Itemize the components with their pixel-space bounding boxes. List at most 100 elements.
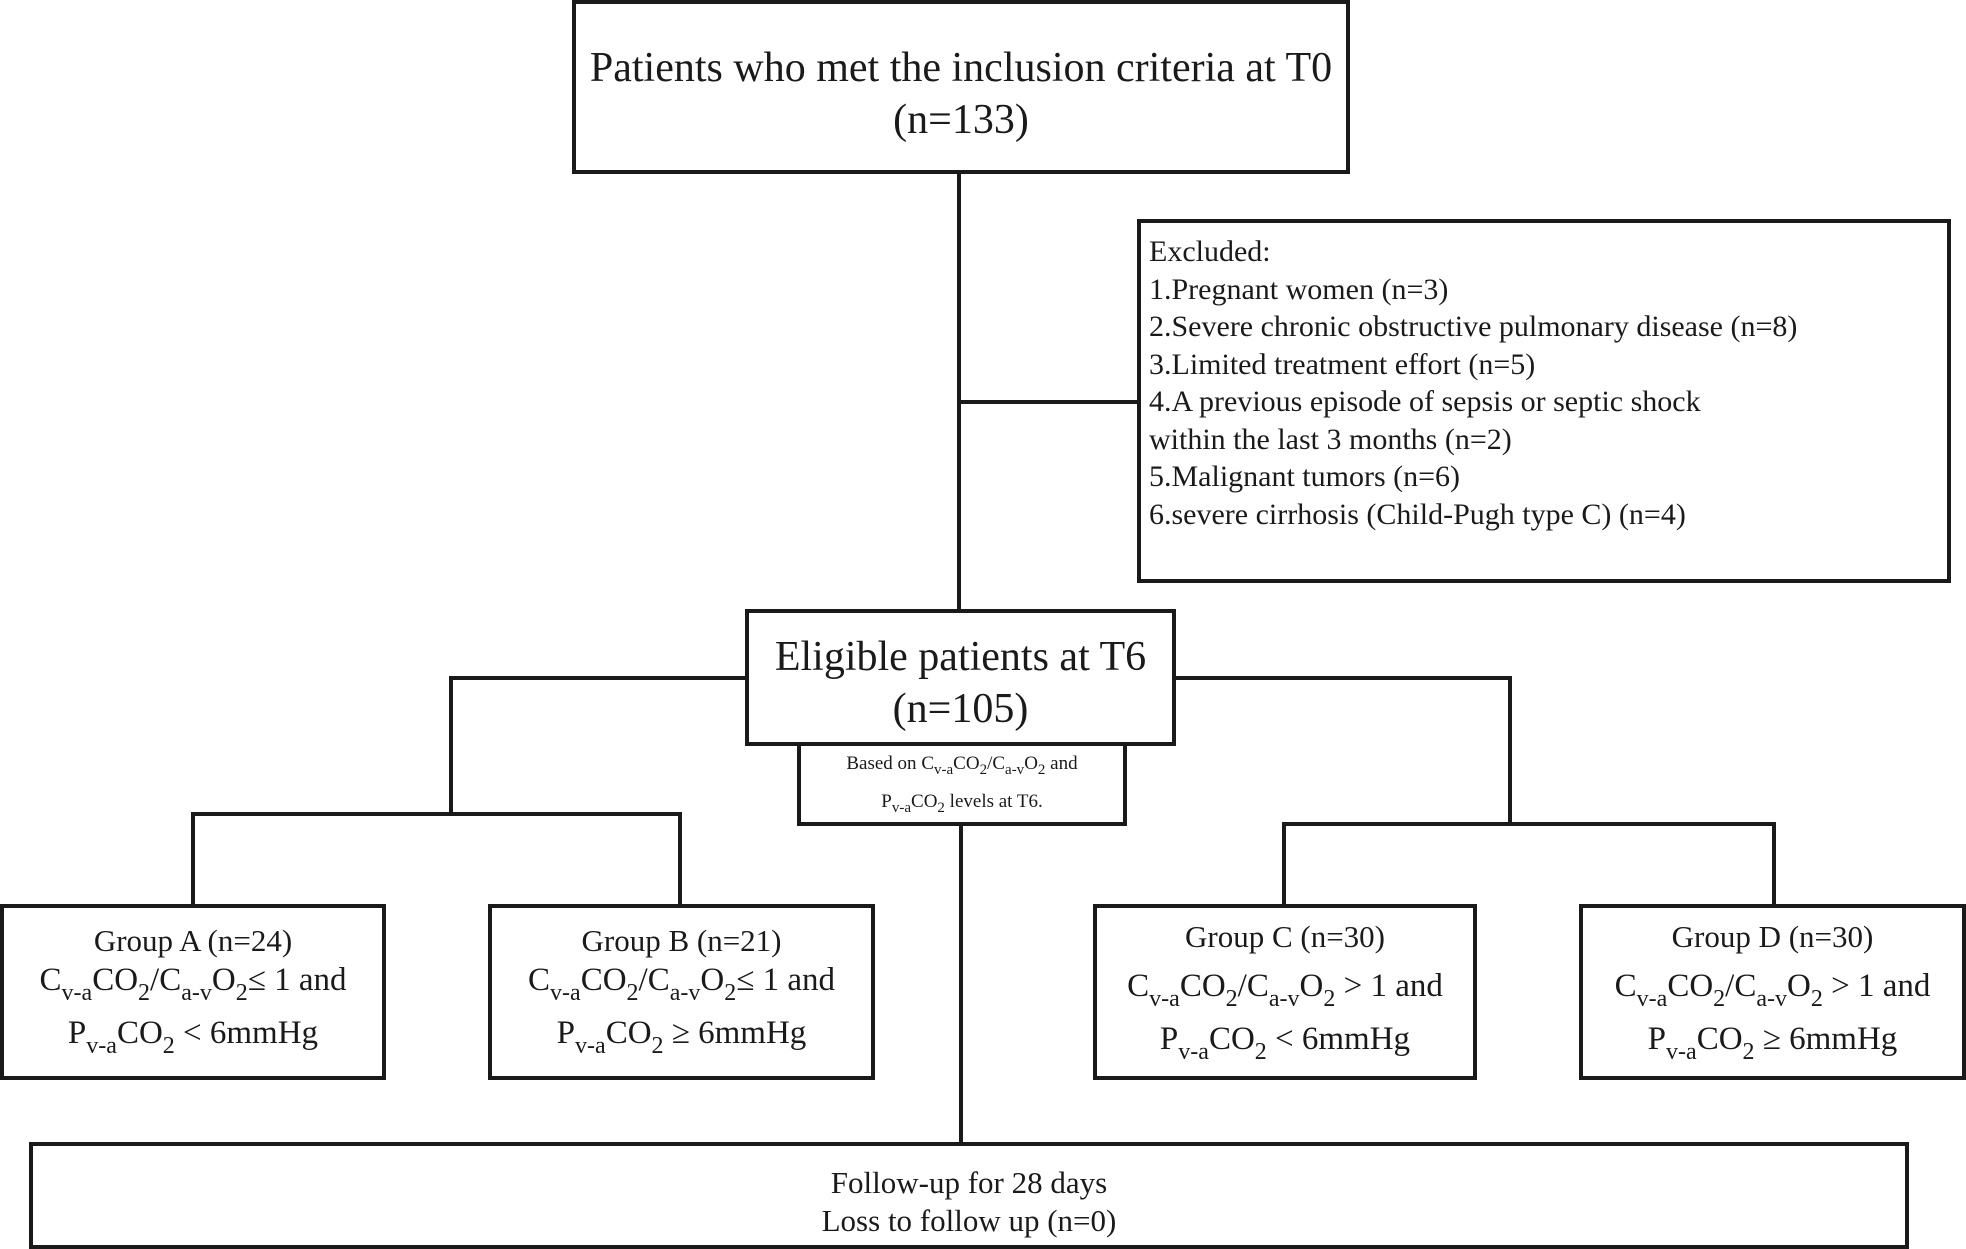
subscript: 2 [1254,1039,1267,1065]
symbol: O [1299,968,1324,1004]
subscript: v-a [575,1033,606,1059]
excluded-item: 1.Pregnant women (n=3) [1149,272,1449,306]
followup-duration: Follow-up for 28 days [830,1165,1108,1200]
connector-cd-h [1282,822,1776,826]
symbol: CO [953,753,980,774]
connector-right-branch-v [1508,676,1512,824]
inclusion-count: (n=133) [893,97,1029,143]
group-title: Group C (n=30) [1184,919,1386,954]
group-title: Group D (n=30) [1671,919,1874,954]
symbol: CO [1696,1021,1743,1057]
connector-c-v [1282,822,1286,906]
symbol: / [1237,968,1247,1004]
symbol: O [1787,968,1811,1004]
symbol: CO [911,791,938,812]
symbol: O [700,962,725,998]
connector-ab-h [191,812,682,816]
followup-loss: Loss to follow up (n=0) [821,1203,1117,1238]
eligible-count: (n=105) [892,686,1029,732]
symbol: C [1246,968,1269,1004]
subscript: a-v [669,980,701,1006]
symbol: C [528,962,551,998]
basis-note-box: Based on Cv-aCO2/Ca-vO2 and Pv-aCO2 leve… [797,742,1127,826]
subscript: v-a [61,980,93,1006]
group-b-box: Group B (n=21) Cv-aCO2/Ca-vO2≤ 1 and Pv-… [488,904,875,1080]
symbol: O [1024,753,1038,774]
group-d-box: Group D (n=30) Cv-aCO2/Ca-vO2 > 1 and Pv… [1579,904,1966,1080]
eligible-box: Eligible patients at T6 (n=105) [745,609,1176,746]
subscript: v-a [1149,986,1180,1012]
excluded-item: 2.Severe chronic obstructive pulmonary d… [1149,310,1798,343]
subscript: a-v [181,980,212,1006]
symbol: C [1127,968,1150,1004]
subscript: a-v [1268,986,1300,1012]
ratio-criterion: Cv-aCO2/Ca-vO2≤ 1 and [492,962,871,1007]
subscript: 2 [1742,1039,1755,1065]
symbol: P [1159,1021,1179,1057]
connector-left-branch-v [449,676,453,814]
connector-d-v [1772,822,1776,906]
subscript: 2 [162,1033,175,1059]
operator: > 1 and [1822,968,1931,1004]
subscript: 2 [235,980,248,1006]
subscript: v-a [934,762,954,778]
symbol: CO [1179,968,1226,1004]
basis-line-2: Pv-aCO2 levels at T6. [801,789,1123,821]
basis-suffix: and [1045,753,1078,774]
symbol: / [987,753,993,774]
connector-top-to-eligible [957,174,961,612]
connector-right-branch-h [1172,676,1512,680]
ratio-criterion: Cv-aCO2/Ca-vO2 > 1 and [1583,968,1962,1013]
connector-b-v [678,812,682,906]
subscript: 2 [1810,986,1823,1012]
subscript: v-a [550,980,581,1006]
symbol: P [67,1015,87,1051]
subscript: v-a [86,1033,117,1059]
excluded-item: 6.severe cirrhosis (Child-Pugh type C) (… [1149,497,1686,531]
subscript: 2 [626,980,639,1006]
operator: ≥ 6mmHg [1754,1021,1898,1057]
subscript: v-a [1666,1039,1697,1065]
subscript: 2 [1323,986,1336,1012]
symbol: C [992,753,1006,774]
connector-left-branch-h [449,676,749,680]
symbol: CO [605,1015,652,1051]
operator: > 1 and [1335,968,1443,1004]
excluded-item: within the last 3 months (n=2) [1149,422,1512,456]
operator: ≤ 1 and [247,962,347,998]
inclusion-box: Patients who met the inclusion criteria … [572,0,1350,174]
excluded-item: 4.A previous episode of sepsis or septic… [1149,385,1701,418]
pco2-criterion: Pv-aCO2 < 6mmHg [4,1015,382,1060]
symbol: C [159,962,182,998]
subscript: 2 [724,980,737,1006]
subscript: 2 [651,1033,664,1059]
symbol: O [211,962,236,998]
symbol: CO [92,962,139,998]
ratio-criterion: Cv-aCO2/Ca-vO2 > 1 and [1097,968,1473,1013]
basis-line-1: Based on Cv-aCO2/Ca-vO2 and [801,751,1123,783]
subscript: a-v [1756,986,1787,1012]
subscript: v-a [1178,1039,1209,1065]
group-a-box: Group A (n=24) Cv-aCO2/Ca-vO2≤ 1 and Pv-… [0,904,386,1080]
group-title: Group A (n=24) [93,923,293,958]
operator: < 6mmHg [1266,1021,1411,1057]
symbol: CO [1667,968,1714,1004]
excluded-heading: Excluded: [1149,235,1271,268]
basis-suffix: levels at T6. [944,791,1043,812]
subscript: 2 [1713,986,1726,1012]
operator: ≤ 1 and [736,962,835,998]
followup-box: Follow-up for 28 days Loss to follow up … [29,1142,1909,1249]
eligible-text: Eligible patients at T6 [774,634,1147,680]
connector-a-v [191,812,195,906]
subscript: 2 [138,980,151,1006]
excluded-item: 3.Limited treatment effort (n=5) [1149,347,1536,381]
symbol: C [1734,968,1757,1004]
pco2-criterion: Pv-aCO2 < 6mmHg [1097,1021,1473,1066]
pco2-criterion: Pv-aCO2 ≥ 6mmHg [492,1015,871,1060]
symbol: CO [580,962,627,998]
connector-excluded-branch [959,400,1139,404]
symbol: CO [1208,1021,1255,1057]
symbol: P [556,1015,576,1051]
symbol: / [638,962,648,998]
subscript: a-v [1005,762,1025,778]
